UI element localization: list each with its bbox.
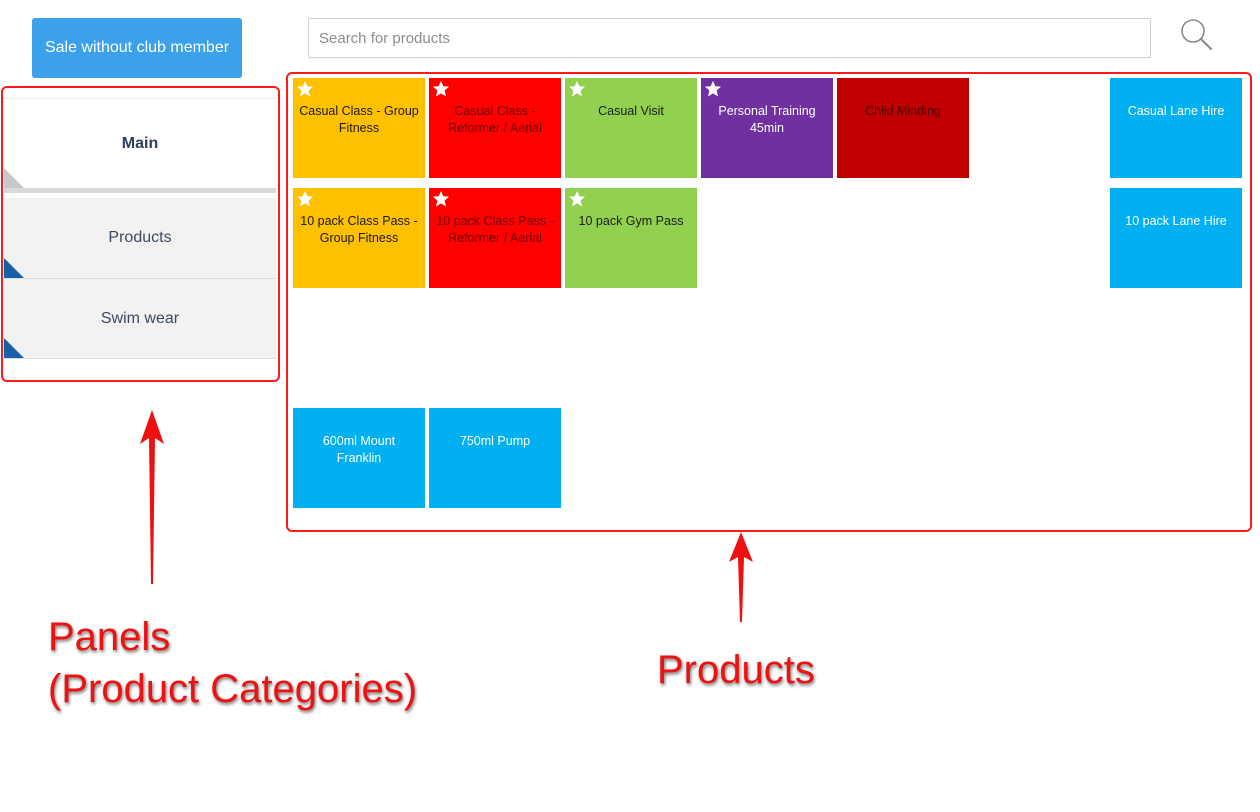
product-label: Casual Class - Group Fitness	[299, 104, 419, 135]
product-tile[interactable]: 10 pack Gym Pass	[565, 188, 697, 288]
product-tile[interactable]: Casual Class - Reformer / Aerial	[429, 78, 561, 178]
panel-main[interactable]: Main	[4, 98, 276, 193]
star-icon	[432, 80, 450, 97]
product-label: Casual Class - Reformer / Aerial	[448, 104, 542, 135]
search-input[interactable]	[308, 18, 1151, 58]
star-icon	[568, 80, 586, 97]
product-tile[interactable]: 600ml Mount Franklin	[293, 408, 425, 508]
panel-corner-marker	[4, 258, 24, 278]
product-tile[interactable]: 10 pack Class Pass - Reformer / Aerial	[429, 188, 561, 288]
sale-without-club-member-button[interactable]: Sale without club member	[32, 18, 242, 78]
star-icon	[704, 80, 722, 97]
product-tile[interactable]: Casual Class - Group Fitness	[293, 78, 425, 178]
panel-label: Products	[108, 229, 172, 246]
panel-corner-marker	[4, 168, 24, 188]
panel-label: Swim wear	[100, 309, 180, 327]
search-icon[interactable]	[1178, 16, 1214, 52]
product-label: 600ml Mount Franklin	[322, 434, 396, 465]
panels-annotation-outline	[1, 86, 280, 382]
product-label: Casual Visit	[598, 104, 664, 118]
products-annotation-outline	[286, 72, 1252, 532]
arrow-up-icon	[729, 532, 753, 622]
star-icon	[568, 190, 586, 207]
product-tile[interactable]: 750ml Pump	[429, 408, 561, 508]
product-tile[interactable]: Casual Lane Hire	[1110, 78, 1242, 178]
product-label: Personal Training 45min	[718, 104, 816, 135]
panel-label: Main	[121, 134, 159, 152]
arrow-up-icon	[140, 410, 164, 584]
annotation-products: Products	[657, 648, 815, 692]
product-tile[interactable]: Casual Visit	[565, 78, 697, 178]
product-tile[interactable]: Personal Training 45min	[701, 78, 833, 178]
product-label: Casual Lane Hire	[1127, 104, 1225, 118]
product-label: 750ml Pump	[459, 434, 531, 448]
panel-products[interactable]: Products	[4, 198, 276, 279]
panel-swim-wear[interactable]: Swim wear	[4, 279, 276, 359]
star-icon	[432, 190, 450, 207]
product-label: 10 pack Gym Pass	[578, 214, 684, 228]
product-label: 10 pack Lane Hire	[1125, 214, 1227, 228]
product-label: Child Minding	[865, 104, 941, 118]
panel-corner-marker	[4, 338, 24, 358]
annotation-panels-title: Panels	[48, 615, 171, 659]
product-label: 10 pack Class Pass - Reformer / Aerial	[436, 214, 554, 245]
product-label: 10 pack Class Pass - Group Fitness	[300, 214, 418, 245]
star-icon	[296, 80, 314, 97]
product-tile[interactable]: Child Minding	[837, 78, 969, 178]
star-icon	[296, 190, 314, 207]
annotation-panels-subtitle: (Product Categories)	[48, 667, 418, 711]
product-tile[interactable]: 10 pack Lane Hire	[1110, 188, 1242, 288]
product-tile[interactable]: 10 pack Class Pass - Group Fitness	[293, 188, 425, 288]
